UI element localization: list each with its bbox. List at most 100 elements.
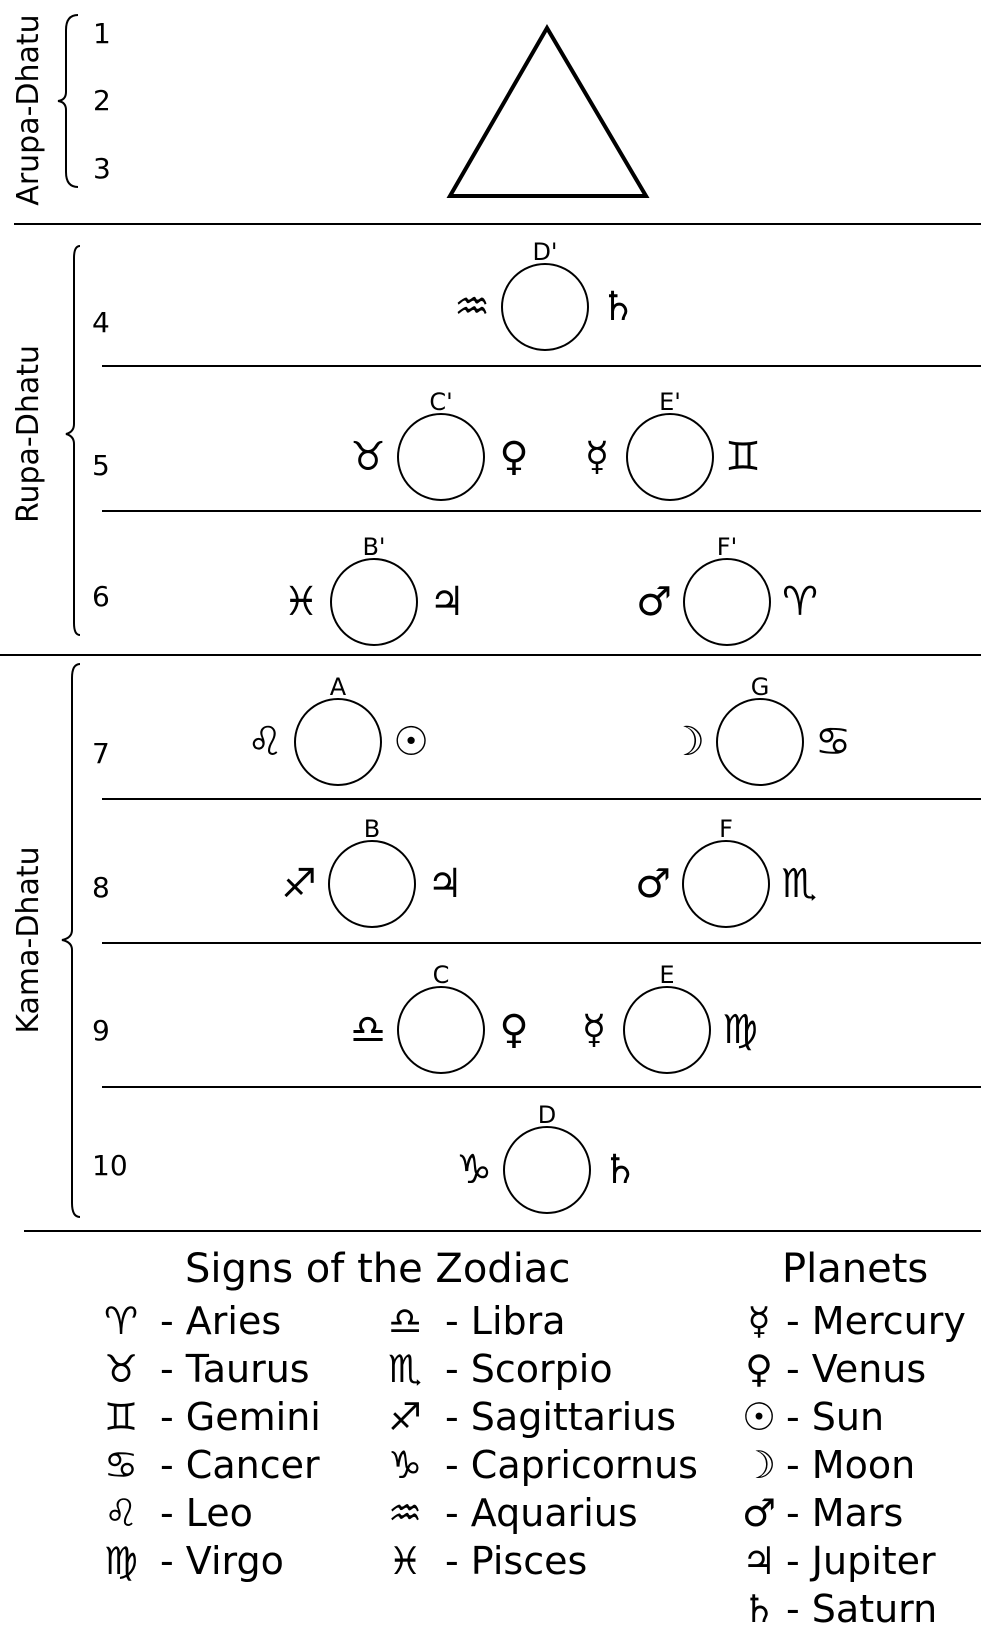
brace-rupa (65, 245, 81, 636)
legend-symbol-aquarius: ♒ (388, 1491, 422, 1535)
legend-symbol-jupiter: ♃ (742, 1539, 776, 1583)
globe-c (397, 986, 485, 1074)
legend-symbol-sun: ☉ (742, 1395, 776, 1439)
brace-arupa (57, 14, 79, 188)
section-label-rupa: Rupa-Dhatu (11, 345, 46, 523)
legend-name-saturn: - Saturn (786, 1587, 937, 1631)
globe-left-symbol-d: ♑ (456, 1147, 492, 1193)
legend-name-scorpio: - Scorpio (445, 1347, 613, 1391)
globe-right-symbol-b: ♃ (427, 861, 463, 907)
globe-left-symbol-d_prime: ♒ (454, 284, 490, 330)
legend-name-mercury: - Mercury (786, 1299, 966, 1343)
legend-symbol-libra: ♎ (388, 1299, 422, 1343)
legend-symbol-mars: ♂ (742, 1491, 776, 1535)
globe-right-symbol-c: ♀ (499, 1007, 528, 1053)
globe-left-symbol-b_prime: ♓ (283, 579, 319, 625)
legend-name-taurus: - Taurus (160, 1347, 310, 1391)
legend-name-cancer: - Cancer (160, 1443, 320, 1487)
globe-right-symbol-g: ♋ (815, 719, 851, 765)
legend-symbol-scorpio: ♏ (388, 1347, 422, 1391)
globe-right-symbol-f_prime: ♈ (782, 579, 818, 625)
legend-signs-column-2: ♎- Libra♏- Scorpio♐- Sagittarius♑- Capri… (388, 1299, 698, 1583)
level-number-7: 7 (92, 737, 110, 770)
legend-symbol-venus: ♀ (745, 1347, 773, 1391)
globe-b_prime (330, 558, 418, 646)
level-number-1: 1 (93, 17, 111, 50)
globe-label-e_prime: E' (659, 388, 681, 416)
triangle (446, 24, 650, 198)
section-label-kama: Kama-Dhatu (11, 846, 46, 1033)
globe-left-symbol-e_prime: ☿ (585, 434, 610, 480)
legend-name-moon: - Moon (786, 1443, 915, 1487)
legend-symbol-cancer: ♋ (104, 1443, 138, 1487)
globe-f (682, 840, 770, 928)
globe-label-b_prime: B' (362, 533, 385, 561)
globe-label-d: D (538, 1101, 556, 1129)
globe-b (328, 840, 416, 928)
legend-name-aquarius: - Aquarius (445, 1491, 638, 1535)
globe-left-symbol-c_prime: ♉ (350, 434, 386, 480)
legend-name-gemini: - Gemini (160, 1395, 321, 1439)
globes-group: D'♒♄C'♉♀E'☿♊B'♓♃F'♂♈A♌☉G☽♋B♐♃F♂♏C♎♀E☿♍D♑… (247, 238, 851, 1214)
globe-right-symbol-e: ♍ (722, 1007, 758, 1053)
level-number-4: 4 (92, 306, 110, 339)
legend-name-aries: - Aries (160, 1299, 281, 1343)
level-number-5: 5 (92, 449, 110, 482)
legend-symbol-virgo: ♍ (104, 1539, 138, 1583)
globe-right-symbol-c_prime: ♀ (499, 434, 528, 480)
globe-left-symbol-c: ♎ (350, 1007, 386, 1053)
globe-label-c: C (433, 961, 450, 989)
legend-planets-title: Planets (782, 1246, 928, 1292)
globe-right-symbol-f: ♏ (781, 861, 817, 907)
legend-symbol-saturn: ♄ (742, 1587, 776, 1631)
globe-right-symbol-d: ♄ (602, 1147, 638, 1193)
globe-label-f: F (719, 815, 733, 843)
globe-label-a: A (330, 673, 347, 701)
legend-name-mars: - Mars (786, 1491, 903, 1535)
legend-signs-column-1: ♈ - Aries ♉ - Taurus ♊ - Gemini ♋ - Cancer ♌ - Le… (104, 1299, 321, 1583)
globe-label-g: G (751, 673, 770, 701)
globe-f_prime (683, 558, 771, 646)
level-number-9: 9 (92, 1014, 110, 1047)
globe-left-symbol-g: ☽ (669, 719, 705, 765)
globe-label-c_prime: C' (429, 388, 452, 416)
level-number-8: 8 (92, 871, 110, 904)
legend-symbol-mercury: ☿ (747, 1299, 770, 1343)
globe-left-symbol-a: ♌ (247, 719, 283, 765)
legend-symbol-moon: ☽ (742, 1443, 776, 1487)
globe-right-symbol-a: ☉ (393, 719, 429, 765)
globe-label-d_prime: D' (532, 238, 557, 266)
section-label-arupa: Arupa-Dhatu (11, 14, 46, 205)
globe-e (623, 986, 711, 1074)
level-number-10: 10 (92, 1149, 128, 1182)
globe-label-e: E (659, 961, 674, 989)
globe-d (503, 1126, 591, 1214)
level-number-3: 3 (93, 152, 111, 185)
brace-kama (61, 663, 81, 1218)
legend-planets-column: ☿ - Mercury ♀ - Venus☉- Sun☽- Moon♂- Mars♃-… (742, 1299, 966, 1631)
legend-name-virgo: - Virgo (160, 1539, 284, 1583)
legend-name-pisces: - Pisces (445, 1539, 587, 1583)
globe-label-f_prime: F' (717, 533, 737, 561)
legend-symbol-pisces: ♓ (388, 1539, 422, 1583)
globe-right-symbol-d_prime: ♄ (600, 284, 636, 330)
globe-c_prime (397, 413, 485, 501)
legend-symbol-leo: ♌ (104, 1491, 138, 1535)
legend-name-leo: - Leo (160, 1491, 253, 1535)
globe-e_prime (626, 413, 714, 501)
globe-left-symbol-b: ♐ (281, 861, 317, 907)
legend-symbol-aries: ♈ (104, 1299, 138, 1343)
globe-a (294, 698, 382, 786)
legend-symbol-gemini: ♊ (104, 1395, 138, 1439)
globe-d_prime (501, 263, 589, 351)
globe-right-symbol-b_prime: ♃ (429, 579, 465, 625)
globe-left-symbol-f_prime: ♂ (636, 579, 672, 625)
legend-name-venus: - Venus (786, 1347, 926, 1391)
legend-signs-title: Signs of the Zodiac (185, 1246, 570, 1292)
legend-symbol-taurus: ♉ (104, 1347, 138, 1391)
legend-symbol-capricornus: ♑ (388, 1443, 422, 1487)
legend-symbol-sagittarius: ♐ (388, 1395, 422, 1439)
legend-name-capricornus: - Capricornus (445, 1443, 698, 1487)
legend-name-sun: - Sun (786, 1395, 884, 1439)
